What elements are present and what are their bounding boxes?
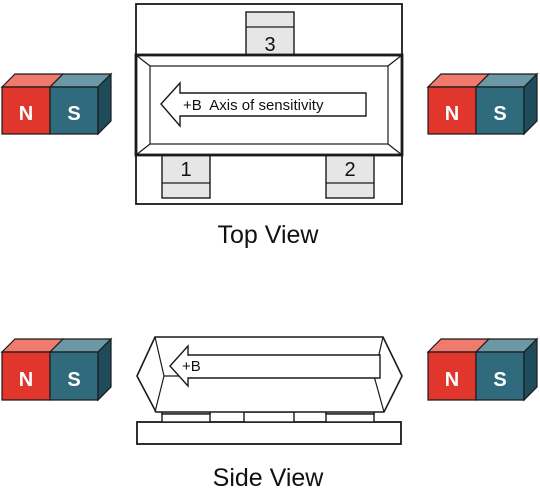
- side-arrow-label: +B: [182, 358, 201, 375]
- pin-1: 1: [161, 151, 211, 199]
- pin-2-label: 2: [344, 159, 355, 181]
- side-view: +B Side View: [136, 336, 403, 492]
- north-pole-label: N: [445, 369, 459, 391]
- pin-1-label: 1: [180, 159, 191, 181]
- magnet-bottom-left: N S: [0, 337, 113, 402]
- sensitivity-arrow-label: +B Axis of sensitivity: [183, 97, 324, 114]
- side-sensitivity-arrow: +B: [169, 344, 381, 388]
- sensitivity-arrow: +B Axis of sensitivity: [160, 81, 367, 128]
- top-view: 3 1 2 +B Axis of sensitivity T: [134, 3, 404, 249]
- pin-2: 2: [325, 151, 375, 199]
- north-pole-label: N: [19, 369, 33, 391]
- south-pole-label: S: [493, 103, 506, 125]
- pin-3-label: 3: [264, 34, 275, 56]
- pin-3: 3: [245, 11, 295, 59]
- side-view-base: [136, 421, 402, 445]
- side-view-caption: Side View: [213, 464, 325, 492]
- magnet-bottom-right: N S: [426, 337, 539, 402]
- south-pole-label: S: [67, 103, 80, 125]
- magnet-top-left: N S: [0, 72, 113, 136]
- north-pole-label: N: [445, 103, 459, 125]
- north-pole-label: N: [19, 103, 33, 125]
- top-view-caption: Top View: [218, 221, 320, 249]
- south-pole-label: S: [493, 369, 506, 391]
- south-pole-label: S: [67, 369, 80, 391]
- side-pin-center: [243, 411, 295, 423]
- magnet-top-right: N S: [426, 72, 539, 136]
